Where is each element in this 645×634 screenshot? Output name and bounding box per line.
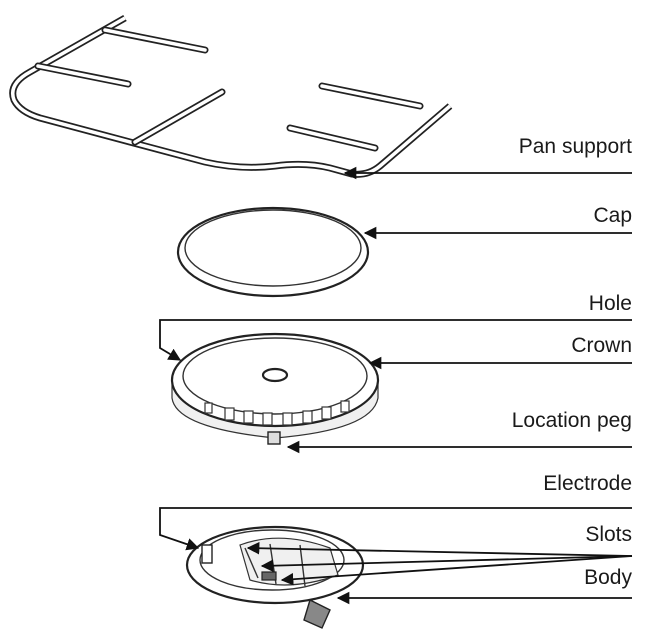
label-crown: Crown [571, 334, 632, 357]
leader-lines [159, 166, 633, 605]
cap-drawing [176, 206, 370, 298]
label-cap: Cap [593, 204, 632, 227]
label-body: Body [584, 566, 632, 589]
body-drawing [185, 525, 365, 629]
crown-drawing [170, 332, 380, 445]
label-slots: Slots [585, 523, 632, 546]
label-location-peg: Location peg [512, 409, 632, 432]
label-hole: Hole [589, 292, 632, 315]
label-pan-support: Pan support [519, 135, 632, 158]
label-electrode: Electrode [543, 472, 632, 495]
pan-support-drawing [9, 14, 453, 178]
